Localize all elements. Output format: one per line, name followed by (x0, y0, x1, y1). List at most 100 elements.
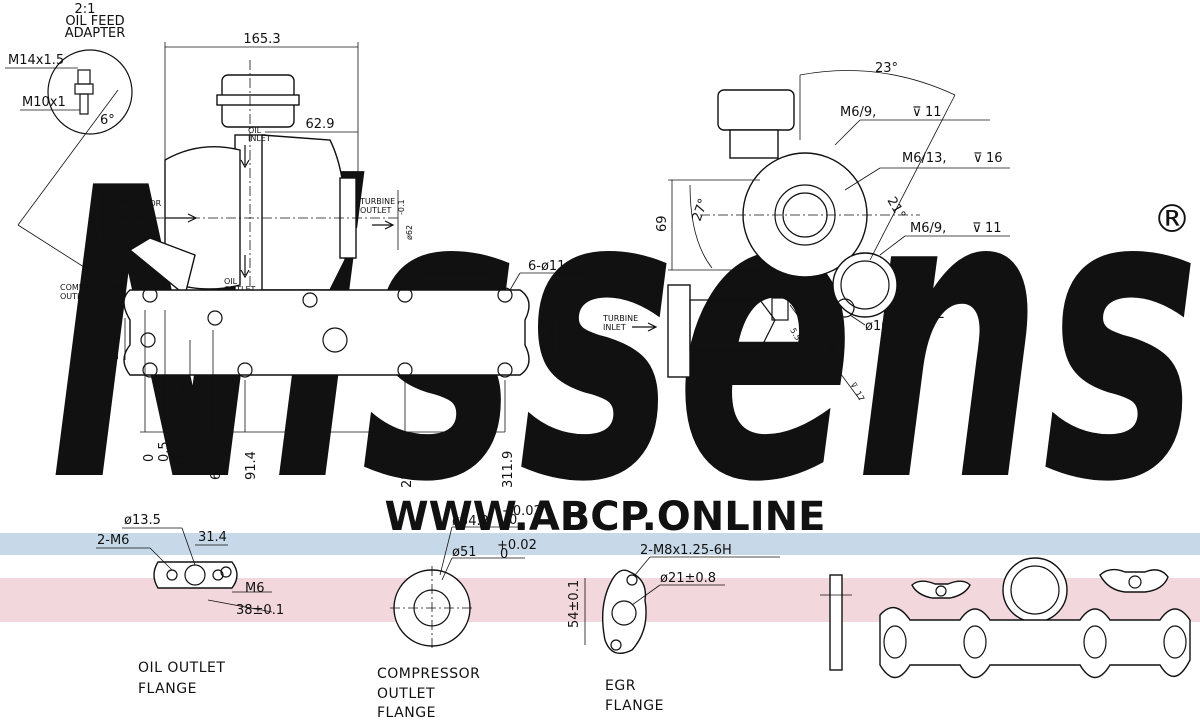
oil-feed-adapter-detail: 2:1 OIL FEED ADAPTER M14x1.5 M10x1 6° (5, 2, 133, 291)
depth-17: 17 (853, 390, 866, 403)
m6-13: M6/13, (902, 151, 947, 166)
egr-port (322, 327, 348, 353)
dim-4-9: 4.9 (174, 449, 189, 470)
end-actuator (717, 89, 795, 131)
gasket-manifold (879, 607, 1191, 679)
depth-16: 16 (986, 151, 1003, 166)
detail-scale: 2:1 (75, 2, 96, 17)
oil-flange-title-2: FLANGE (138, 681, 197, 697)
egr-dim-54: 54±0.1 (567, 580, 582, 628)
end-outlet-ring (832, 252, 898, 318)
egr-flange: 2-M8x1.25-6H ø21±0.8 54±0.1 EGR FLANGE (567, 543, 780, 714)
comp-tol-54-plus: +0.02 (502, 504, 542, 519)
turbo-side-view: 165.3 62.9 OIL INLET OIL OUTLET COMPRESS… (60, 32, 590, 488)
turbine-outlet-2: OUTLET (360, 206, 392, 215)
oil-flange-title-1: OIL OUTLET (138, 660, 225, 676)
depth-11-a: 11 (925, 105, 942, 120)
dim-62-9: 62.9 (306, 117, 335, 132)
depth-17-sym: ⊽ (848, 381, 859, 391)
comp-flange-title-1: COMPRESSOR (377, 666, 480, 682)
gasket-strip (829, 574, 843, 671)
gasket-set (820, 557, 1191, 679)
dim-18: 18±0.2 (111, 330, 120, 360)
egr-flange-body (602, 569, 647, 654)
holes-2x8-6: 2-ø8.6 (422, 259, 464, 274)
gasket-small-left (911, 580, 971, 599)
dia-10: ø10 (865, 319, 890, 334)
compressor-outlet-flange: ø54.2 +0.02 0 ø51 +0.02 0 COMPRESSOR OUT… (377, 504, 542, 721)
egr-flange-title-2: FLANGE (605, 698, 664, 714)
oil-m6: M6 (245, 581, 265, 596)
comp-dia-51: ø51 (452, 545, 477, 560)
dim-21: 21±0.2 (179, 375, 188, 405)
gasket-small-right (1099, 568, 1169, 593)
watermark-text: WWW.ABCP.ONLINE (385, 494, 826, 540)
compressor-inlet-2: INLET (105, 208, 128, 217)
dim-225-4: 225.4 (400, 451, 415, 488)
oil-dim-31-4: 31.4 (198, 530, 227, 545)
oil-outlet-flange: ø13.5 2-M6 31.4 M6 38±0.1 OIL OUTLET FLA… (96, 513, 284, 697)
dim-91-4: 91.4 (244, 451, 259, 480)
egr-thread: 2-M8x1.25-6H (640, 543, 732, 558)
dia-46-1: ø46.1 (90, 213, 99, 236)
thread-m10: M10x1 (22, 95, 66, 110)
dim-165-3: 165.3 (243, 32, 280, 47)
comp-dia-54-2: ø54.2 (452, 514, 489, 529)
dim-61-5: 61.5 (209, 451, 224, 480)
exhaust-manifold (123, 289, 530, 376)
watermark-band-blue (0, 533, 1200, 555)
oil-2-m6: 2-M6 (97, 533, 129, 548)
comp-tol-54-zero: 0 (509, 513, 517, 528)
egr-dia-21: ø21±0.8 (660, 571, 716, 586)
depth-11-a-sym: ⊽ (912, 105, 922, 120)
depth-11-b-sym: ⊽ (972, 221, 982, 236)
oil-outlet-1: OIL (224, 277, 238, 286)
dim-311-9: 311.9 (501, 451, 516, 488)
tol-10-plus: +0.02 (905, 307, 945, 322)
gasket-round (1002, 557, 1068, 623)
turbine-housing (261, 134, 347, 291)
comp-tol-51-plus: +0.02 (497, 538, 537, 553)
dim-0-5: 0.5 (157, 441, 172, 462)
oil-flange-body (153, 561, 238, 589)
m6-9-b: M6/9, (910, 221, 946, 236)
dim-62-v: 62±0.1 (546, 320, 555, 350)
comp-flange-title-2: OUTLET (377, 686, 435, 702)
adapter-angle: 6° (100, 113, 115, 128)
oil-inlet-1: OIL (248, 126, 262, 135)
turbo-end-view: TURBINE INLET 23° 21° 27° 69 M6/9, ⊽ 11 … (602, 61, 1010, 403)
comp-tol-51-zero: 0 (500, 547, 508, 562)
dim-0: 0 (142, 454, 157, 462)
oil-dim-38: 38±0.1 (236, 603, 284, 618)
depth-16-sym: ⊽ (973, 151, 983, 166)
oil-inlet-2: INLET (248, 134, 271, 143)
m6-9-a: M6/9, (840, 105, 876, 120)
egr-flange-title-1: EGR (605, 678, 636, 694)
comp-flange-title-3: FLANGE (377, 705, 436, 721)
holes-6x11: 6-ø11 (528, 259, 565, 274)
detail-title-2: ADAPTER (65, 26, 126, 41)
depth-11-b: 11 (985, 221, 1002, 236)
dia-62: ø62 (405, 225, 414, 240)
compressor-inlet-1: COMPRESSOR (105, 199, 162, 208)
egr-label: EGR (298, 378, 315, 387)
detail-circle (47, 49, 133, 135)
compressor-outlet-pipe (128, 237, 196, 297)
tol-62: -0.1 (397, 199, 406, 215)
turbine-inlet-2: INLET (603, 323, 626, 332)
registered-mark: ® (1153, 197, 1191, 241)
detail-title-1: OIL FEED (65, 14, 124, 29)
compressor-outlet-2: OUTLET (60, 292, 92, 301)
turbine-outlet-1: TURBINE (359, 197, 395, 206)
oil-dia-13-5: ø13.5 (124, 513, 161, 528)
angle-27: 27° (690, 197, 712, 224)
angle-23: 23° (875, 61, 898, 76)
dim-69: 69 (655, 215, 670, 232)
thread-m14: M14x1.5 (8, 53, 64, 68)
compressor-outlet-1: COMPRESSOR (60, 283, 117, 292)
end-turbine-inlet-flange (667, 284, 691, 378)
tol-10-zero: 0 (905, 319, 913, 334)
turbine-inlet-1: TURBINE (602, 314, 638, 323)
